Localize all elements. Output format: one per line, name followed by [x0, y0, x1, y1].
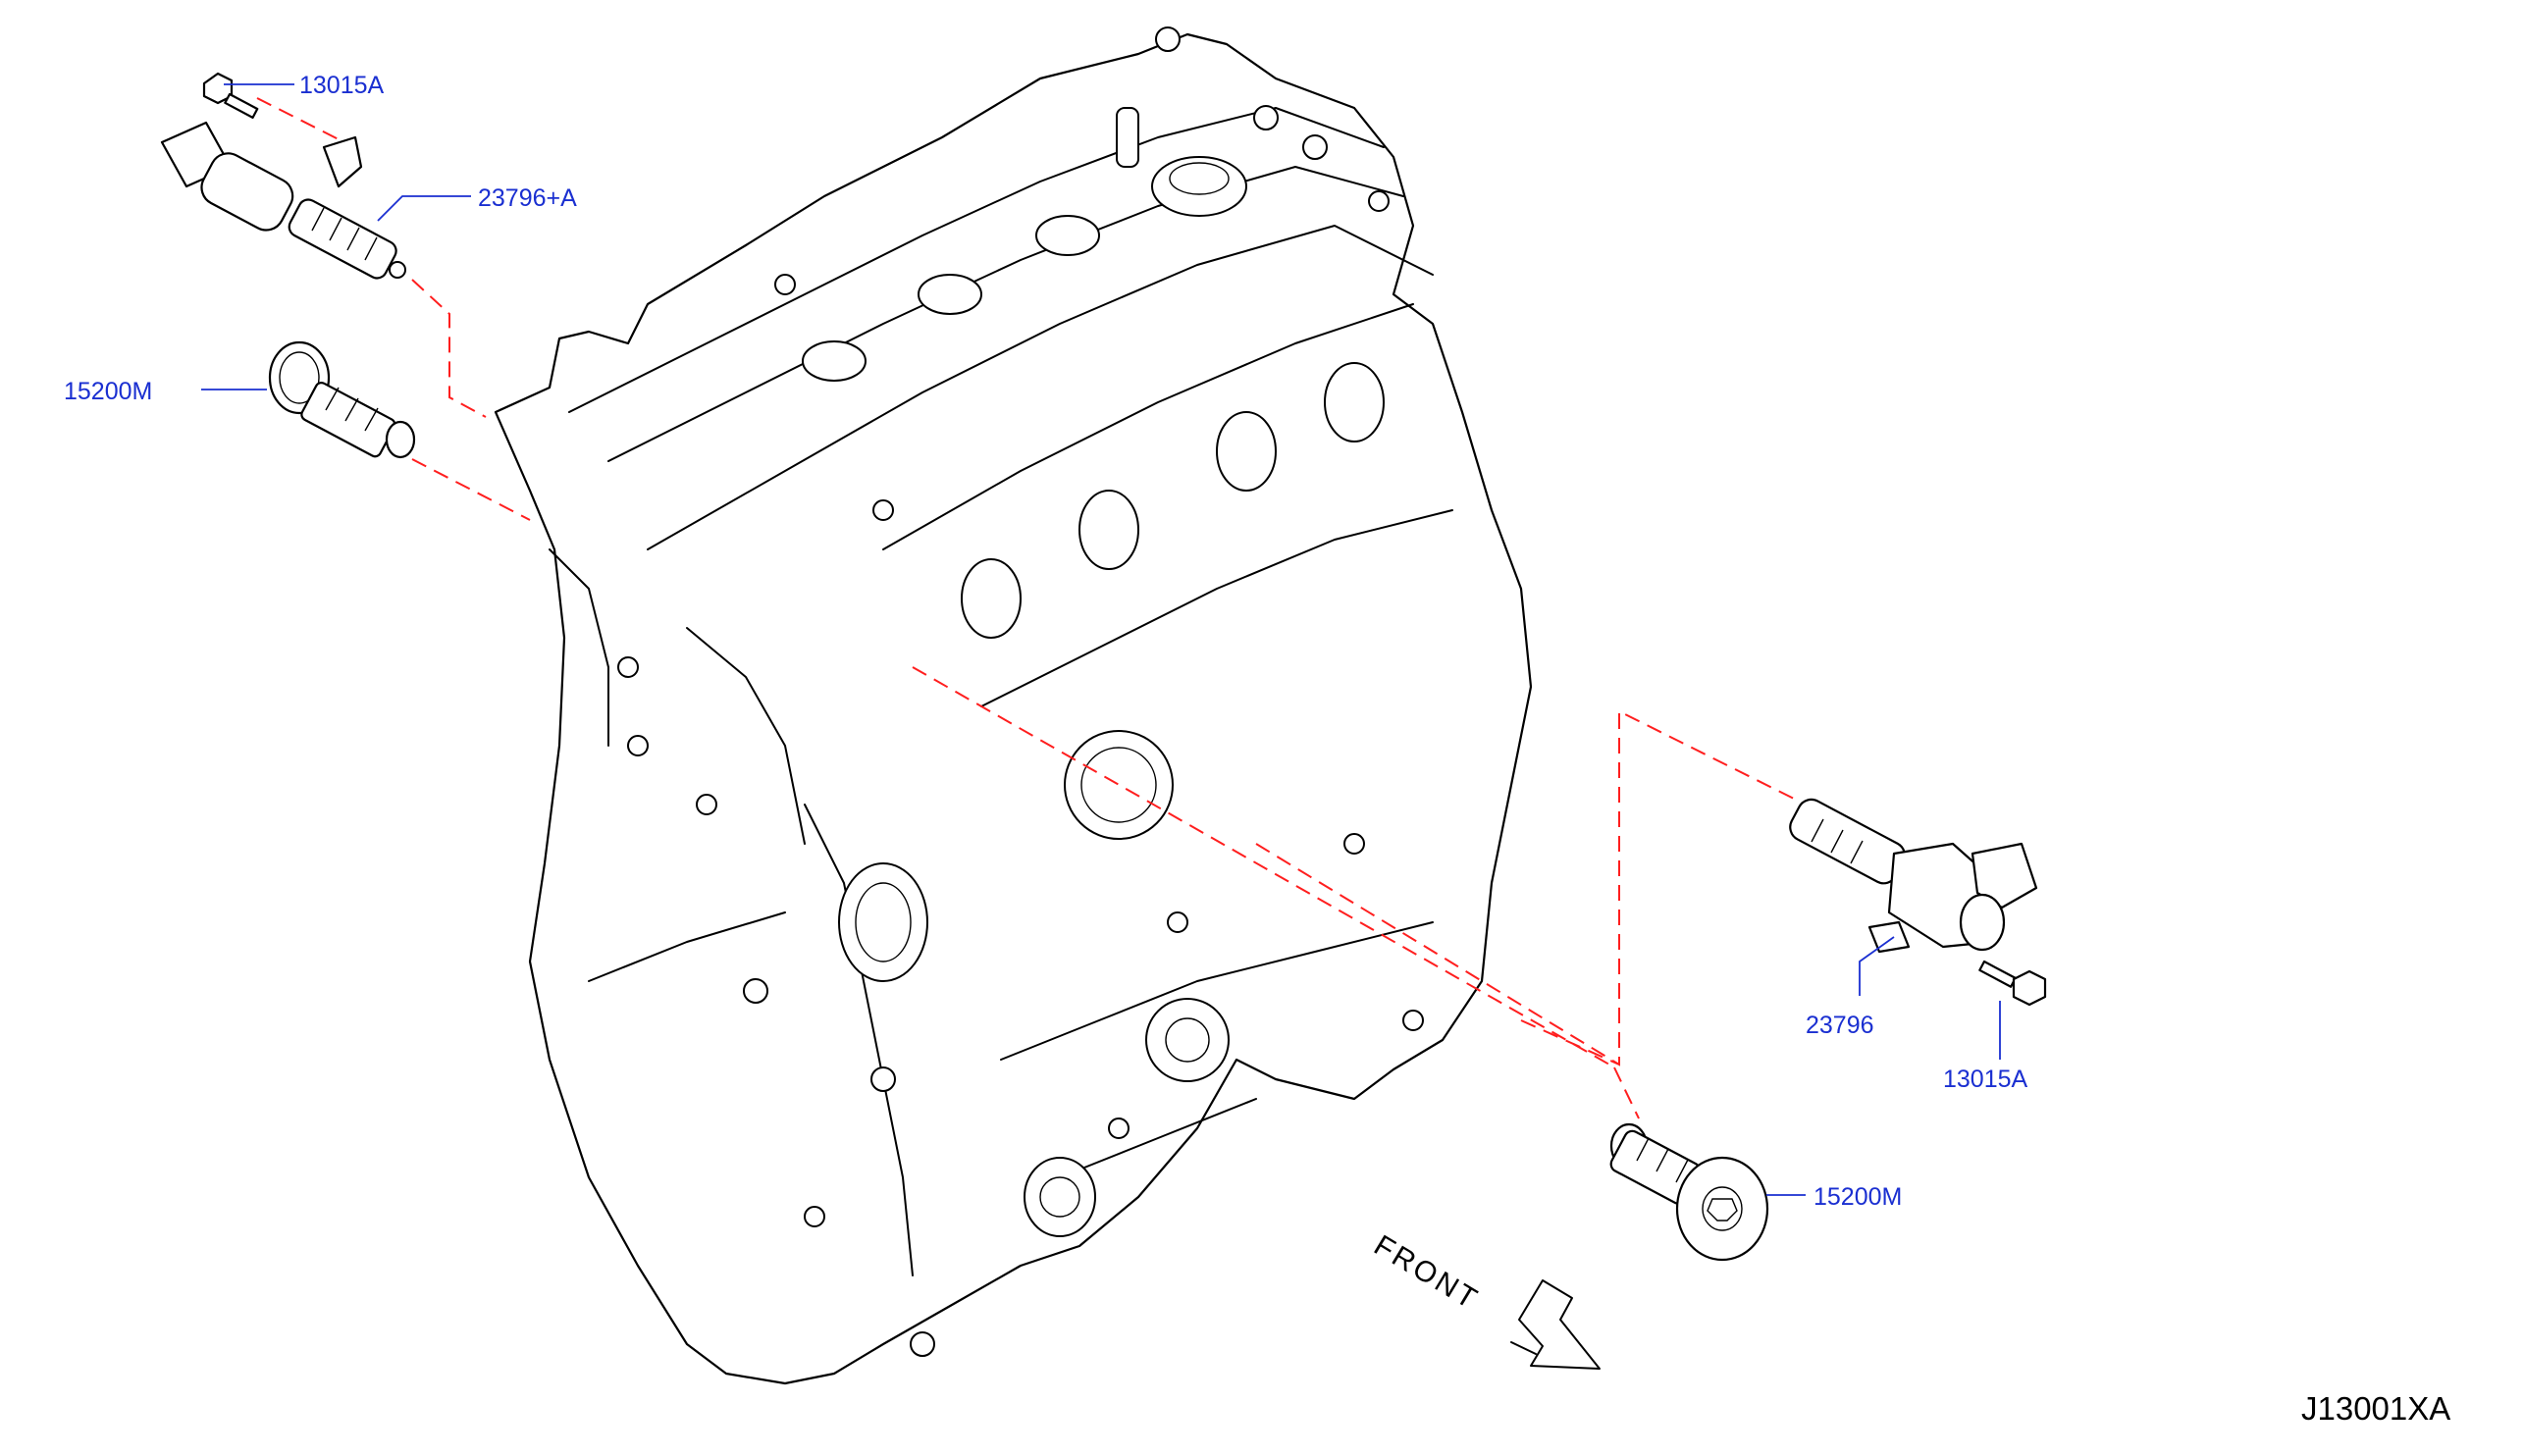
- front-cover-opening: [838, 862, 928, 982]
- oil-pump-boss: [1024, 1157, 1096, 1237]
- diagram-code: J13001XA: [2301, 1390, 2450, 1427]
- leader-lines: [201, 83, 2001, 1196]
- bolt-13015a-top: [202, 72, 259, 119]
- exhaust-port-1: [1324, 362, 1385, 442]
- crank-pulley-boss: [1145, 998, 1230, 1082]
- solenoid-valve-23796a: [160, 121, 406, 280]
- callout-solenoid-right: 23796: [1806, 1012, 1874, 1039]
- oil-filler-cap: [1151, 156, 1247, 217]
- callout-solenoid-top: 23796+A: [478, 184, 577, 212]
- callout-bolt-top: 13015A: [299, 72, 385, 99]
- plug-hole-2: [918, 274, 982, 315]
- engine-assembly-drawing: [494, 26, 1533, 1385]
- solenoid-valve-23796: [1789, 798, 2038, 954]
- engine-block-outline: [494, 32, 1533, 1385]
- plug-hole-1: [1035, 215, 1100, 256]
- exhaust-port-3: [1078, 490, 1139, 570]
- exhaust-port-4: [961, 558, 1022, 639]
- front-arrow-icon: [1510, 1279, 1601, 1370]
- front-label: FRONT: [1368, 1229, 1484, 1317]
- callout-bolt-right: 13015A: [1943, 1066, 2028, 1093]
- callout-screen-bottom: 15200M: [1813, 1183, 1902, 1211]
- exhaust-port-2: [1216, 411, 1277, 492]
- plug-hole-3: [802, 340, 867, 382]
- oil-screen-15200m-left: [268, 340, 416, 459]
- phantom-lines: [256, 97, 1797, 1119]
- water-outlet: [1064, 730, 1174, 840]
- bolt-13015a-right: [1978, 960, 2047, 1007]
- oil-screen-15200m-bottom: [1609, 1122, 1769, 1262]
- callout-screen-left: 15200M: [64, 378, 152, 405]
